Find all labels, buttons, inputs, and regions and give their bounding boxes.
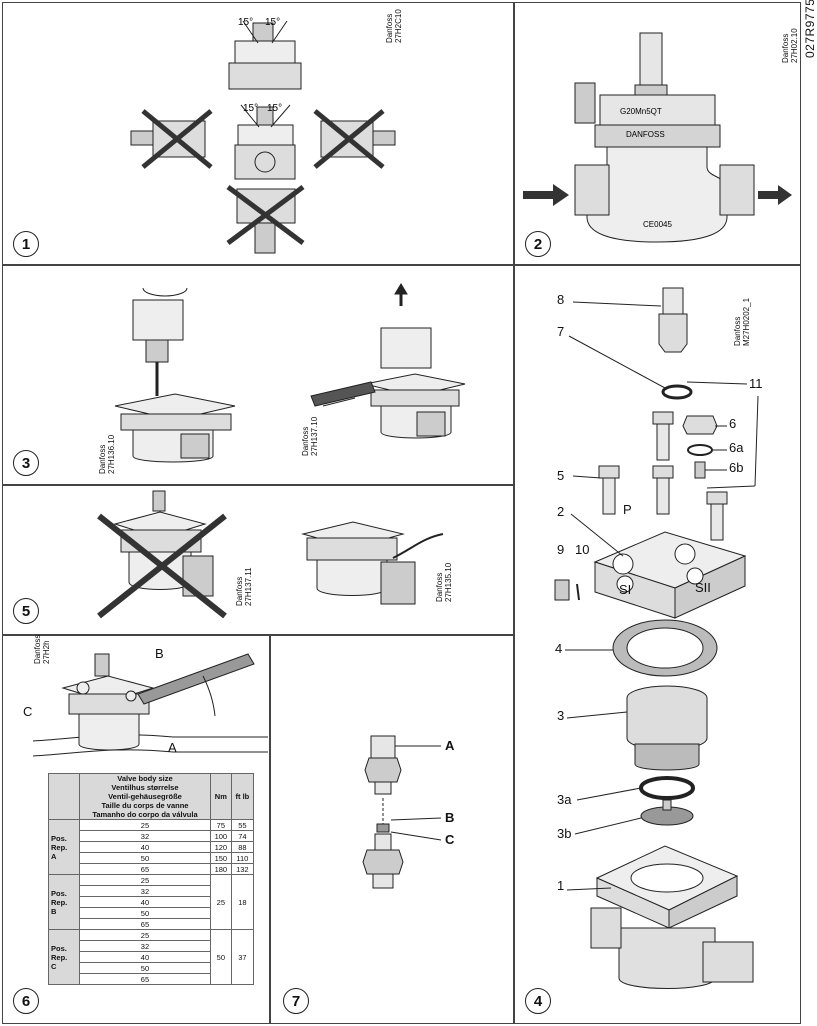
panel-6-label-a: A [168, 740, 177, 755]
exploded-view-drawing [554, 287, 759, 989]
panel-number-4: 4 [525, 988, 551, 1014]
torque-header-size: Valve body size Ventilhus størrelse Vent… [79, 773, 211, 820]
panel-6-label-c: C [23, 704, 33, 719]
tightening-drawing [32, 653, 268, 757]
ce-mark-text: CE0045 [643, 220, 672, 229]
table-row: Pos. Rep. C 25 50 37 [48, 929, 255, 985]
removal-tool-drawing [114, 283, 466, 463]
panel-7-label-b: B [445, 810, 455, 825]
port-label-sii: SII [695, 580, 711, 595]
panel-6-label-b: B [155, 646, 164, 661]
pos-b-nm: 25 [209, 874, 232, 930]
panel-4: Danfoss M27H0202_1 8 7 11 6 6a 6b 5 2 P … [514, 265, 801, 1024]
panel-number-3: 3 [13, 450, 39, 476]
panel-5-code-right: Danfoss 27H135.10 [435, 562, 453, 602]
table-row: 65 [49, 973, 254, 985]
panel-7-label-a: A [445, 738, 455, 753]
part-label-6b: 6b [729, 460, 744, 475]
panel-6: Danfoss 27H2h B C A Valve body size Vent… [2, 635, 270, 1024]
panel-number-1: 1 [13, 231, 39, 257]
panel-3-code-right: Danfoss 27H137.10 [301, 416, 319, 456]
port-label-p: P [623, 502, 632, 517]
panel-4-code: Danfoss M27H0202_1 [733, 297, 751, 346]
angle-label-left-2: 15° [243, 103, 258, 114]
part-label-9: 9 [557, 542, 565, 557]
valve-flow-direction-drawing: G20Mn5QT DANFOSS CE0045 [523, 32, 792, 243]
part-label-1: 1 [557, 878, 565, 893]
part-label-10: 10 [575, 542, 590, 557]
panel-1: 15° 15° 15° 15° Danfoss 27H2C10 1 [2, 2, 514, 265]
table-row: Pos. Rep. A 25 75 55 [48, 819, 255, 875]
part-label-6: 6 [729, 416, 737, 431]
pos-c-ftlb: 37 [230, 929, 255, 985]
angle-label-left: 15° [238, 17, 253, 28]
part-label-7: 7 [557, 324, 565, 339]
panel-1-code: Danfoss 27H2C10 [385, 9, 403, 43]
pos-a-label: Pos. Rep. A [48, 819, 80, 875]
panel-number-5: 5 [13, 598, 39, 624]
panel-3: Danfoss 27H136.10 Danfoss 27H137.10 3 [2, 265, 514, 485]
torque-header-ftlb: ft lb [230, 773, 255, 820]
part-label-5: 5 [557, 468, 565, 483]
valve-brand-text: DANFOSS [626, 130, 665, 139]
panel-7-label-c: C [445, 832, 455, 847]
welding-drawing [97, 490, 444, 619]
pos-c-nm: 50 [209, 929, 232, 985]
panel-number-2: 2 [525, 231, 551, 257]
part-label-3a: 3a [557, 792, 572, 807]
angle-label-right-2: 15° [267, 103, 282, 114]
flow-arrow-in [523, 184, 569, 206]
panel-2: G20Mn5QT DANFOSS CE0045 Danfoss 27H02.10… [514, 2, 801, 265]
part-label-3b: 3b [557, 826, 572, 841]
part-label-4: 4 [555, 641, 563, 656]
part-label-3: 3 [557, 708, 565, 723]
torque-header-nm: Nm [209, 773, 232, 820]
part-label-11: 11 [749, 376, 763, 391]
panel-5-code-left: Danfoss 27H137.11 [235, 567, 253, 606]
panel-5: Danfoss 27H137.11 Danfoss 27H135.10 5 [2, 485, 514, 635]
panel-3-code-left: Danfoss 27H136.10 [98, 434, 116, 474]
panel-number-6: 6 [13, 988, 39, 1014]
part-label-6a: 6a [729, 440, 744, 455]
flow-arrow-out [758, 185, 792, 205]
document-code: 027R9775 [803, 0, 817, 58]
table-row: Pos. Rep. B 25 25 18 [48, 874, 255, 930]
port-label-si: SI [619, 582, 632, 597]
panel-6-code: Danfoss 27H2h [33, 634, 51, 664]
pos-c-label: Pos. Rep. C [48, 929, 80, 985]
angle-label-right: 15° [265, 17, 280, 28]
valve-orientation-drawing: 15° 15° 15° 15° [130, 17, 396, 254]
panel-7: A B C 7 [270, 635, 514, 1024]
part-label-8: 8 [557, 292, 565, 307]
panel-number-7: 7 [283, 988, 309, 1014]
pilot-connection-drawing [362, 735, 442, 889]
part-label-2: 2 [557, 504, 565, 519]
torque-table: Valve body size Ventilhus størrelse Vent… [48, 773, 255, 985]
panel-2-code: Danfoss 27H02.10 [781, 28, 799, 63]
pos-b-ftlb: 18 [230, 874, 255, 930]
valve-model-text: G20Mn5QT [620, 107, 662, 116]
pos-b-label: Pos. Rep. B [48, 874, 80, 930]
